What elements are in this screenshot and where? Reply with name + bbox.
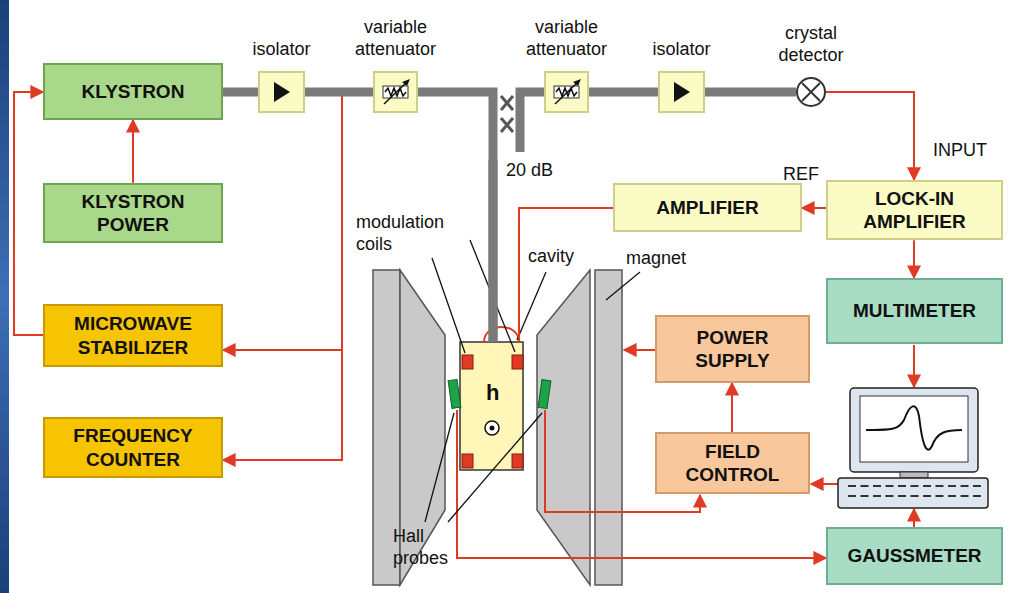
- process-box: GAUSSMETER: [826, 527, 1003, 585]
- key: [873, 485, 881, 487]
- box-label: MULTIMETER: [853, 299, 976, 322]
- part-label: modulation coils: [356, 212, 468, 256]
- attenuator-symbol: variable attenuator: [373, 71, 418, 113]
- supply-wire: [624, 349, 655, 351]
- signal-wire: [132, 120, 134, 183]
- part-label: 20 dB: [506, 160, 553, 182]
- box-label: KLYSTRON POWER: [63, 190, 203, 236]
- process-box: FREQUENCY COUNTER: [43, 417, 223, 478]
- waveguide: [223, 88, 258, 97]
- key: [898, 485, 906, 487]
- component-symbol: [546, 73, 587, 111]
- probe-wire: [457, 410, 826, 558]
- part-label: REF: [783, 164, 819, 186]
- computer: [838, 388, 988, 508]
- key: [973, 495, 981, 497]
- signal-wire: [913, 240, 915, 278]
- component-label: crystal detector: [761, 23, 861, 67]
- cavity-label: cavity: [528, 246, 574, 267]
- field-symbol: h: [486, 380, 499, 406]
- isolator-symbol: isolator: [258, 71, 305, 113]
- box-label: AMPLIFIER: [656, 196, 758, 219]
- coupler-mark: [501, 96, 513, 132]
- waveguide: [305, 88, 373, 97]
- key: [911, 485, 919, 487]
- key: [961, 485, 969, 487]
- key: [873, 495, 881, 497]
- leader-line: [425, 240, 640, 522]
- process-box: POWER SUPPLY: [655, 315, 810, 383]
- modulation-coil: [462, 355, 523, 468]
- detector-symbol: crystal detector: [796, 77, 826, 107]
- component-label: isolator: [627, 39, 737, 61]
- data-wire: [913, 345, 915, 387]
- signal-wire: [802, 207, 826, 209]
- field-dot-center: [490, 426, 495, 431]
- key: [861, 485, 869, 487]
- box-label: KLYSTRON: [82, 80, 185, 103]
- key: [923, 485, 931, 487]
- key: [886, 495, 894, 497]
- isolator-symbol: isolator: [658, 71, 705, 113]
- key: [961, 495, 969, 497]
- process-box: FIELD CONTROL: [655, 432, 810, 494]
- key: [923, 495, 931, 497]
- key: [848, 485, 856, 487]
- cavity-body: [460, 342, 523, 470]
- process-box: KLYSTRON POWER: [43, 183, 223, 243]
- data-wire: [913, 509, 915, 527]
- signal-wire: [14, 92, 43, 335]
- component-label: variable attenuator: [346, 17, 446, 61]
- key: [948, 485, 956, 487]
- process-box: LOCK-IN AMPLIFIER: [826, 180, 1003, 240]
- key: [911, 495, 919, 497]
- key: [861, 495, 869, 497]
- waveguide: [493, 92, 544, 342]
- box-label: LOCK-IN AMPLIFIER: [840, 187, 990, 233]
- edge-bar: [0, 0, 9, 593]
- key: [848, 495, 856, 497]
- attenuator-symbol: variable attenuator: [544, 71, 589, 113]
- signal-wire: [223, 92, 342, 350]
- data-wire: [811, 483, 838, 485]
- key: [948, 495, 956, 497]
- part-label: magnet: [626, 248, 686, 270]
- signal-wire: [223, 92, 342, 460]
- process-box: KLYSTRON: [43, 63, 223, 120]
- key: [973, 485, 981, 487]
- process-box: MICROWAVE STABILIZER: [43, 304, 223, 367]
- magnet-right: [537, 270, 622, 585]
- component-label: isolator: [227, 39, 337, 61]
- key: [936, 495, 944, 497]
- hall-probe: [448, 379, 551, 408]
- waveguide: [705, 88, 796, 97]
- part-label: INPUT: [933, 140, 987, 162]
- cavity: cavityh: [460, 342, 523, 470]
- component-label: variable attenuator: [517, 17, 617, 61]
- field-dot: [485, 421, 499, 435]
- signal-wire: [731, 383, 733, 432]
- box-label: FIELD CONTROL: [673, 440, 793, 486]
- box-label: POWER SUPPLY: [673, 326, 793, 372]
- signal-wire: [519, 208, 613, 342]
- component-symbol: [375, 73, 416, 111]
- process-box: MULTIMETER: [826, 278, 1003, 344]
- detector-cross: [798, 79, 824, 105]
- component-symbol: [260, 73, 303, 111]
- box-label: FREQUENCY COUNTER: [58, 424, 208, 470]
- component-symbol: [660, 73, 703, 111]
- key: [936, 485, 944, 487]
- key: [898, 495, 906, 497]
- box-label: GAUSSMETER: [847, 544, 981, 567]
- box-label: MICROWAVE STABILIZER: [58, 312, 208, 358]
- signal-wire: [826, 92, 914, 180]
- process-box: AMPLIFIER: [613, 183, 802, 232]
- key: [886, 485, 894, 487]
- waveguide: [589, 88, 658, 97]
- part-label: Hall probes: [393, 526, 455, 570]
